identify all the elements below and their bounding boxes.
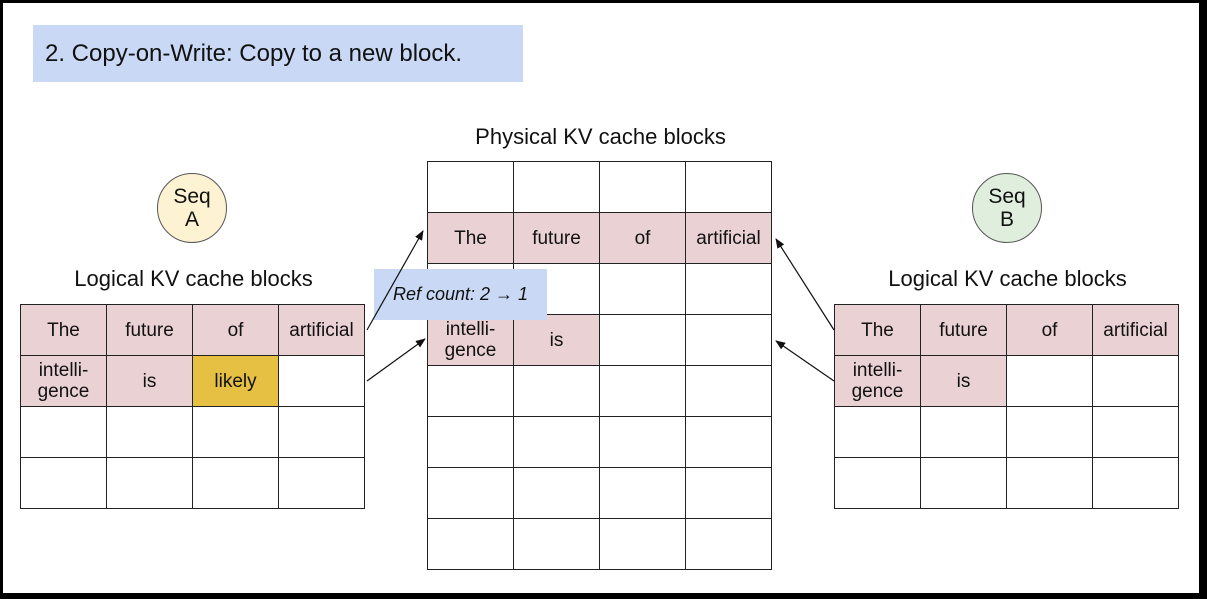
physical-cell-r0-c2 xyxy=(600,162,686,213)
physical-cell-r2-c2 xyxy=(600,264,686,315)
physical-heading: Physical KV cache blocks xyxy=(475,124,726,149)
physical-cell-r6-c0 xyxy=(428,468,514,519)
physical-cell-r3-c1: is xyxy=(514,315,600,366)
seq-b-cell-r1-c2 xyxy=(1007,356,1093,407)
seq-b-cell-r0-c3: artificial xyxy=(1093,305,1179,356)
seq-a-cell-r3-c2 xyxy=(193,458,279,509)
seq-a-cell-r2-c3 xyxy=(279,407,365,458)
seq-b-cell-r3-c0 xyxy=(835,458,921,509)
seq-a-cell-r3-c0 xyxy=(21,458,107,509)
slide: 2. Copy-on-Write: Copy to a new block. P… xyxy=(3,3,1199,593)
physical-cell-r4-c0 xyxy=(428,366,514,417)
seq-b-cell-r3-c1 xyxy=(921,458,1007,509)
seq-a-cell-r1-c2: likely xyxy=(193,356,279,407)
physical-cell-r6-c3 xyxy=(686,468,772,519)
physical-cell-r6-c1 xyxy=(514,468,600,519)
physical-cell-r6-c2 xyxy=(600,468,686,519)
arrow-seq-b-block1 xyxy=(775,340,835,382)
seq-a-circle: Seq A xyxy=(157,173,227,243)
seq-a-cell-r3-c3 xyxy=(279,458,365,509)
physical-cell-r1-c0: The xyxy=(428,213,514,264)
physical-cell-r3-c3 xyxy=(686,315,772,366)
physical-cell-r1-c1: future xyxy=(514,213,600,264)
seq-b-cell-r0-c0: The xyxy=(835,305,921,356)
seq-b-cell-r1-c3 xyxy=(1093,356,1179,407)
seq-b-circle: Seq B xyxy=(972,173,1042,243)
seq-b-cell-r2-c1 xyxy=(921,407,1007,458)
physical-cell-r4-c3 xyxy=(686,366,772,417)
seq-b-cell-r3-c2 xyxy=(1007,458,1093,509)
seq-a-label-line1: Seq xyxy=(173,185,211,208)
seq-a-cell-r2-c1 xyxy=(107,407,193,458)
seq-a-cell-r0-c2: of xyxy=(193,305,279,356)
seq-a-cell-r3-c1 xyxy=(107,458,193,509)
physical-cell-r0-c3 xyxy=(686,162,772,213)
physical-cell-r4-c1 xyxy=(514,366,600,417)
physical-cell-r5-c0 xyxy=(428,417,514,468)
seq-a-cell-r2-c2 xyxy=(193,407,279,458)
seq-b-logical-heading: Logical KV cache blocks xyxy=(888,266,1127,291)
seq-b-cell-r2-c0 xyxy=(835,407,921,458)
physical-cell-r5-c3 xyxy=(686,417,772,468)
seq-b-cell-r0-c1: future xyxy=(921,305,1007,356)
seq-a-cell-r1-c0: intelli- gence xyxy=(21,356,107,407)
seq-a-cell-r1-c3 xyxy=(279,356,365,407)
physical-cell-r5-c1 xyxy=(514,417,600,468)
physical-cell-r0-c1 xyxy=(514,162,600,213)
seq-a-cell-r2-c0 xyxy=(21,407,107,458)
seq-a-cell-r0-c1: future xyxy=(107,305,193,356)
physical-cell-r4-c2 xyxy=(600,366,686,417)
seq-b-cell-r0-c2: of xyxy=(1007,305,1093,356)
seq-a-cell-r1-c1: is xyxy=(107,356,193,407)
ref-count-callout: Ref count: 2 → 1 xyxy=(374,269,547,320)
physical-cell-r7-c0 xyxy=(428,519,514,570)
physical-cell-r7-c2 xyxy=(600,519,686,570)
seq-b-cell-r1-c0: intelli- gence xyxy=(835,356,921,407)
arrow-seq-a-block1 xyxy=(366,338,426,382)
seq-b-cell-r2-c3 xyxy=(1093,407,1179,458)
physical-cell-r7-c1 xyxy=(514,519,600,570)
seq-b-label-line2: B xyxy=(999,208,1014,231)
seq-a-label-line2: A xyxy=(184,208,199,231)
physical-cell-r5-c2 xyxy=(600,417,686,468)
seq-b-label-line1: Seq xyxy=(988,185,1026,208)
physical-cell-r1-c2: of xyxy=(600,213,686,264)
seq-b-cell-r1-c1: is xyxy=(921,356,1007,407)
seq-a-cell-r0-c0: The xyxy=(21,305,107,356)
seq-a-cell-r0-c3: artificial xyxy=(279,305,365,356)
physical-cell-r2-c3 xyxy=(686,264,772,315)
seq-a-logical-heading: Logical KV cache blocks xyxy=(74,266,313,291)
seq-b-cell-r3-c3 xyxy=(1093,458,1179,509)
physical-cell-r2-c1 xyxy=(514,264,600,315)
physical-cell-r3-c2 xyxy=(600,315,686,366)
physical-cell-r3-c0: intelli- gence xyxy=(428,315,514,366)
physical-cell-r7-c3 xyxy=(686,519,772,570)
physical-cell-r1-c3: artificial xyxy=(686,213,772,264)
seq-b-cell-r2-c2 xyxy=(1007,407,1093,458)
slide-title: 2. Copy-on-Write: Copy to a new block. xyxy=(33,25,523,82)
physical-cell-r0-c0 xyxy=(428,162,514,213)
arrow-seq-b-block0 xyxy=(775,238,835,331)
